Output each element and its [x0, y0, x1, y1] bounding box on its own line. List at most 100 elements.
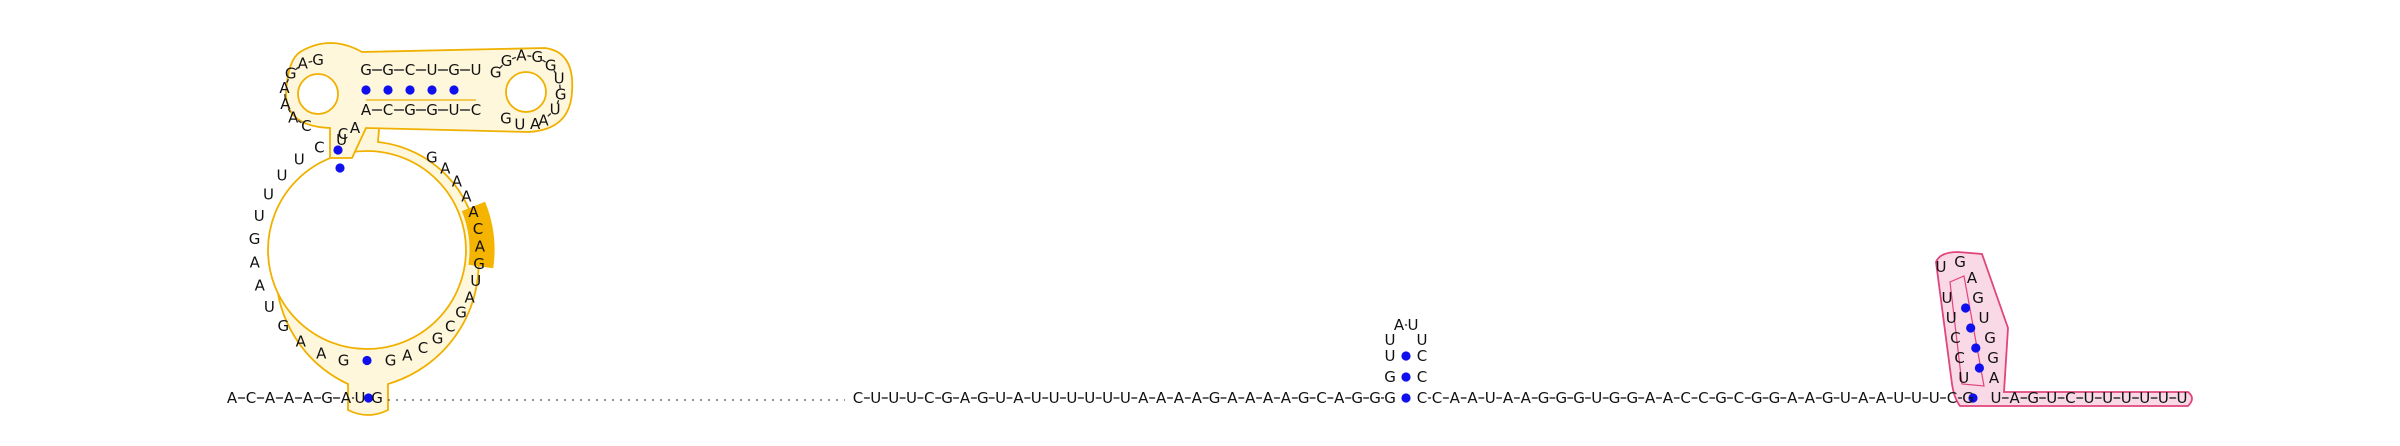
nucleotide-G-big-bottom-strand-2: G — [404, 101, 416, 119]
nucleotide-A-big-upper-left-5: A — [298, 55, 309, 73]
nucleotide-A-big-loop-left-2: A — [296, 333, 307, 351]
nucleotide-A-big-loop-left-1: A — [316, 344, 327, 362]
nucleotide-U-mid-3p-run-26: U — [1893, 389, 1904, 407]
nucleotide-A-big-upper-left-1: A — [288, 108, 299, 126]
nucleotide-A-big-junction-right-0: A — [350, 119, 361, 137]
nucleotide-U-big-loop-left-4: U — [264, 298, 275, 316]
nucleotide-A-mid-3p-run-20: A — [1787, 389, 1798, 407]
nucleotide-G-upstream-5: G — [321, 389, 333, 407]
nucleotide-A-mid-3p-run-13: A — [1663, 389, 1674, 407]
nucleotide-C-big-top-strand-2: C — [405, 61, 415, 79]
nucleotide-U-tail-10: U — [2177, 389, 2188, 407]
bond-big-ul-4 — [295, 67, 299, 71]
nucleotide-U-mid-3p-run-9: U — [1591, 389, 1602, 407]
nucleotide-C-mid-3p-run-0: C — [1432, 389, 1442, 407]
bond-layer — [237, 55, 2177, 401]
base-pair-dot-4 — [1971, 343, 1981, 353]
nucleotide-U-big-loop-left-11: U — [294, 151, 305, 169]
nucleotide-C-upstream-1: C — [246, 389, 256, 407]
nucleotide-G-big-top-loop-4: G — [545, 56, 557, 74]
nucleotide-G-mid-3p-run-6: G — [1538, 389, 1550, 407]
base-pair-dot-7 — [1968, 393, 1978, 403]
bond-big-rl-1 — [511, 56, 516, 60]
nucleotide-U-midhp-loop-3: U — [1408, 316, 1419, 334]
nucleotide-A-linker-23: A — [1263, 389, 1274, 407]
nucleotide-G-big-loop-left-3: G — [277, 317, 289, 335]
nucleotide-G-mid-3p-run-18: G — [1751, 389, 1763, 407]
nucleotide-A-midhp-loop-2: A — [1394, 316, 1405, 334]
nucleotide-A-mid-3p-run-25: A — [1876, 389, 1887, 407]
nucleotide-U-tail-6: U — [2102, 389, 2113, 407]
nucleotide-G-right-stem3-3: G — [1984, 329, 1996, 347]
nucleotide-C-big-loop-right-4: C — [445, 317, 455, 335]
nucleotide-U-tail-9: U — [2158, 389, 2169, 407]
nucleotide-U-big-stem5-0: U — [355, 389, 366, 407]
nucleotide-G-big-bottom-strand-3: G — [426, 101, 438, 119]
nucleotide-G-big-upper-left-4: G — [285, 65, 297, 83]
nucleotide-G-linker-20: G — [1209, 389, 1221, 407]
nucleotide-A-linker-16: A — [1138, 389, 1149, 407]
nucleotide-A-big-upper-left-2: A — [280, 95, 291, 113]
nucleotide-U-tail-7: U — [2121, 389, 2132, 407]
nucleotide-A-big-loop-right-12: A — [461, 187, 472, 205]
nucleotide-A-upstream-6: A — [341, 389, 352, 407]
nucleotide-G-big-stem3-0: G — [371, 389, 383, 407]
nucleotide-C-big-loop-left-12: C — [314, 139, 324, 157]
nucleotide-A-linker-17: A — [1156, 389, 1167, 407]
bond-big-rl-4 — [553, 70, 557, 74]
nucleotide-U-midhp-loop-4: U — [1417, 331, 1428, 349]
nucleotide-C-big-junction-left-0: C — [338, 125, 348, 143]
nucleotide-G-right-stem3-1: G — [1972, 289, 1984, 307]
nucleotide-G-right-loop-1: G — [1954, 253, 1966, 271]
nucleotide-A-big-top-loop-8: A — [538, 111, 549, 129]
nucleotide-G-mid-3p-run-22: G — [1822, 389, 1834, 407]
nucleotide-U-big-loop-left-9: U — [263, 186, 274, 204]
nucleotide-G-mid-3p-run-19: G — [1769, 389, 1781, 407]
nucleotide-G-big-top-strand-0: G — [360, 61, 372, 79]
nucleotide-C-linker-0: C — [853, 389, 863, 407]
base-pair-dot-9 — [362, 355, 372, 366]
base-pair-dot-13 — [383, 85, 393, 95]
nucleotide-C-big-bottom-strand-5: C — [471, 101, 481, 119]
nucleotide-G-big-right-join-2: G — [500, 110, 512, 128]
nucleotide-G-big-upper-left-6: G — [312, 51, 324, 69]
nucleotide-U-right-stem5-5: U — [1942, 289, 1953, 307]
nucleotide-G-midhp5-1: G — [1384, 368, 1396, 386]
nucleotide-A-linker-9: A — [1013, 389, 1024, 407]
nucleotide-U-linker-10: U — [1031, 389, 1042, 407]
nucleotide-U-linker-1: U — [870, 389, 881, 407]
nucleotide-U-big-top-strand-3: U — [427, 61, 438, 79]
nucleotide-G-big-loop-right-5: G — [455, 304, 467, 322]
nucleotide-A-big-bottom-strand-0: A — [361, 101, 372, 119]
nucleotide-G-big-loop-right-0: G — [385, 352, 397, 370]
nucleotide-A-big-loop-right-9: A — [475, 238, 486, 256]
nucleotide-A-linker-21: A — [1227, 389, 1238, 407]
nucleotide-A-right-stem3-0: A — [1967, 269, 1978, 287]
nucleotide-A-mid-3p-run-12: A — [1645, 389, 1656, 407]
nucleotide-C-right-stem5-3: C — [1950, 329, 1960, 347]
nucleotide-A-big-loop-right-11: A — [468, 203, 479, 221]
nucleotide-G-linker-25: G — [1298, 389, 1310, 407]
nucleotide-G-midhp5-0: G — [1384, 389, 1396, 407]
nucleotide-U-linker-3: U — [906, 389, 917, 407]
base-pair-dot-12 — [361, 85, 371, 95]
right-hairpin-outline — [1935, 251, 2193, 407]
nucleotide-G-linker-7: G — [977, 389, 989, 407]
base-pair-dot-8 — [363, 393, 374, 403]
nucleotide-U-big-top-strand-5: U — [471, 61, 482, 79]
bond-big-rl-7 — [547, 113, 552, 117]
nucleotide-A-big-loop-left-5: A — [255, 277, 266, 295]
nucleotide-C-tail-4: C — [2065, 389, 2075, 407]
upper-left-loop-hole — [297, 73, 339, 115]
base-pair-dot-15 — [427, 85, 437, 95]
nucleotide-G-mid-3p-run-7: G — [1555, 389, 1567, 407]
nucleotide-G-right-stem3-4: G — [1987, 349, 1999, 367]
nucleotide-U-linker-11: U — [1049, 389, 1060, 407]
nucleotide-A-mid-3p-run-5: A — [1521, 389, 1532, 407]
nucleotide-U-tail-5: U — [2084, 389, 2095, 407]
nucleotide-U-linker-15: U — [1120, 389, 1131, 407]
nucleotide-U-linker-2: U — [888, 389, 899, 407]
nucleotide-U-mid-3p-run-3: U — [1485, 389, 1496, 407]
